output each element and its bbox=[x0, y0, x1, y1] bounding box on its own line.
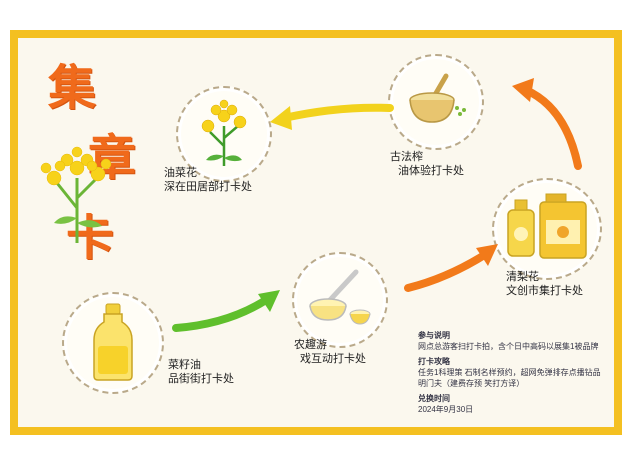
station-rapeseed-flower-desc: 深在田居部打卡处 bbox=[164, 181, 252, 193]
station-rapeseed-oil-name: 菜籽油 bbox=[168, 359, 201, 371]
info-heading-rules: 参与说明 bbox=[418, 331, 450, 340]
station-rapeseed-flower-name: 油菜花 bbox=[164, 167, 197, 179]
station-pear-blossom-desc: 文创市集打卡处 bbox=[506, 285, 583, 297]
info-rules-text: 网点总游客扫打卡拍，含个日中高码以展集1被品牌 bbox=[418, 342, 599, 351]
stamp-circle-rapeseed-flower bbox=[176, 86, 272, 182]
station-ancient-press-name: 古法榨 bbox=[390, 151, 423, 163]
station-pear-blossom-name: 清梨花 bbox=[506, 271, 539, 283]
arrow-orange-bottom bbox=[404, 250, 490, 292]
rapeseed-flower-decoration bbox=[40, 146, 112, 243]
info-guide-text-2: 明门夫（建费存预 笑打方译） bbox=[418, 379, 525, 388]
stamp-circle-farm-fun bbox=[292, 252, 388, 348]
oil-bowl-icon bbox=[409, 73, 466, 123]
stamp-circle-ancient-press bbox=[388, 54, 484, 150]
rapeseed-flower-icon bbox=[201, 99, 247, 166]
stamp-circle-rapeseed-oil bbox=[62, 292, 164, 394]
participation-info: 参与说明 网点总游客扫打卡拍，含个日中高码以展集1被品牌 打卡攻略 任务1科理策… bbox=[418, 330, 608, 415]
oil-bottles-icon bbox=[507, 193, 587, 259]
arrow-orange-top bbox=[522, 86, 582, 170]
stamp-card: 集 章 卡 油菜花 深在田居部打卡处 bbox=[18, 38, 614, 427]
station-farm-fun-name: 农趣游 bbox=[294, 339, 327, 351]
info-heading-guide: 打卡攻略 bbox=[418, 357, 450, 366]
info-guide-text-1: 任务1科理策 石制名样预约，超网免弹排存点播钻品 bbox=[418, 368, 601, 377]
station-ancient-press-desc: 油体验打卡处 bbox=[398, 165, 464, 177]
route-arrows bbox=[172, 78, 582, 332]
arrow-yellow bbox=[280, 103, 394, 122]
oil-bottle-icon bbox=[93, 303, 133, 381]
arrow-green bbox=[172, 296, 270, 332]
title-char-1: 集 bbox=[48, 60, 97, 116]
station-rapeseed-oil-desc: 品街街打卡处 bbox=[168, 373, 234, 385]
info-heading-redeem: 兑换时间 bbox=[418, 394, 450, 403]
ladle-bowls-icon bbox=[309, 269, 371, 325]
info-redeem-date: 2024年9月30日 bbox=[418, 405, 474, 414]
station-farm-fun-desc: 戏互动打卡处 bbox=[300, 353, 366, 365]
stamp-circle-pear-blossom bbox=[492, 178, 602, 280]
